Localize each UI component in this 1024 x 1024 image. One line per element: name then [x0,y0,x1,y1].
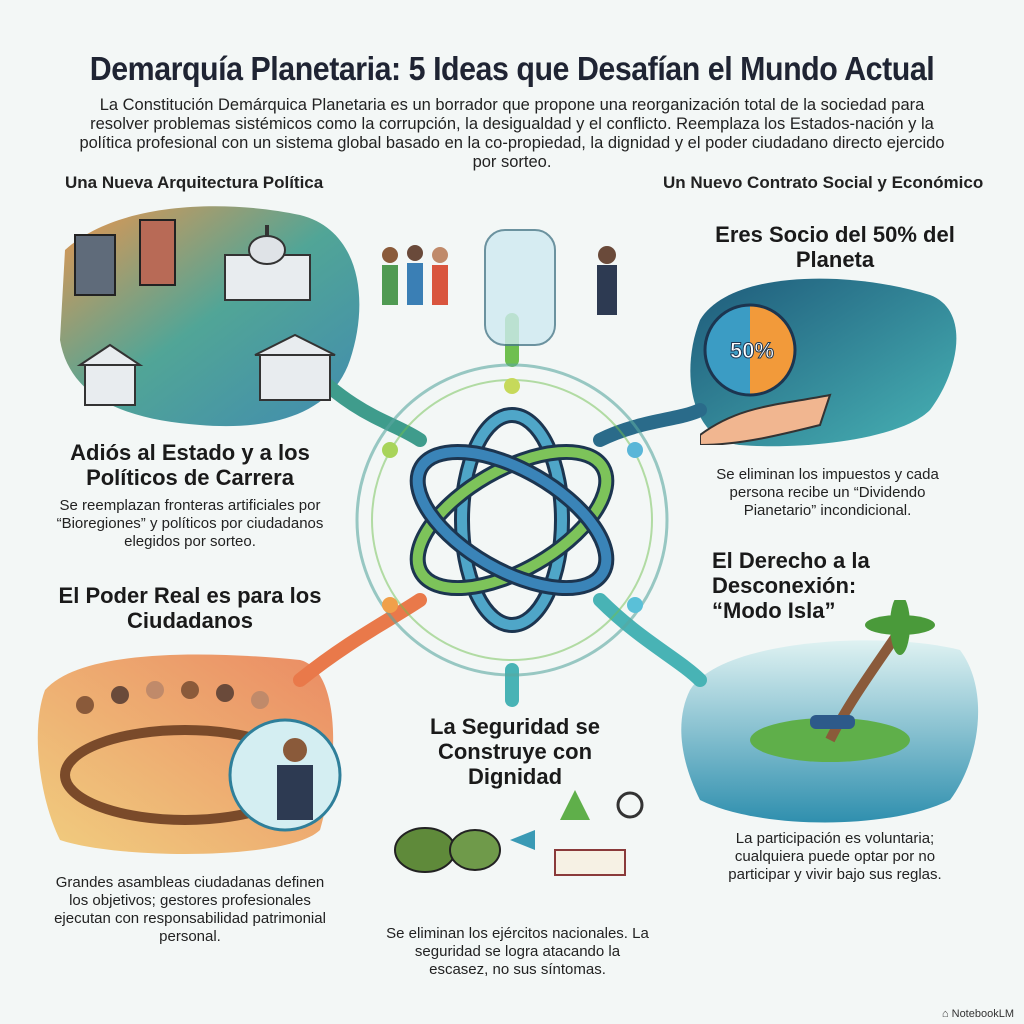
idea-4-title: Eres Socio del 50% del Planeta [715,222,955,272]
judge-icon [228,718,342,832]
globe-in-hand-icon [700,303,832,445]
percent-badge: 50% [729,338,775,364]
idea-1-title: Adiós al Estado y a los Políticos de Car… [70,440,310,490]
plant-book-icon [554,790,644,876]
idea-4-text: Se eliminan los impuestos y cada persona… [716,466,939,519]
broken-wall-icon [74,219,176,296]
section-heading-right: Un Nuevo Contrato Social y Económico [663,173,984,192]
brand-label: ⌂ NotebookLM [941,1008,1014,1020]
page-title: Demarquía Planetaria: 5 Ideas que Desafí… [89,50,935,87]
capitol-building-icon [224,225,311,301]
central-knot-icon [409,407,615,633]
idea-2-title: El Poder Real es para los Ciudadanos [58,583,322,633]
idea-3-title: La Seguridad se Construye con Dignidad [430,714,600,789]
courthouse-icon [76,343,144,406]
citizens-group-icon [382,229,617,346]
assembly-icon [60,681,342,832]
notebooklm-icon: ⌂ [941,1008,952,1020]
idea-1-text: Se reemplazan fronteras artificiales por… [56,497,324,550]
helmets-weapons-icon [394,790,644,876]
idea-5-text: La participación es voluntaria; cualquie… [728,830,942,883]
island-icon [750,600,935,762]
politician-icon [597,246,617,315]
section-heading-left: Una Nueva Arquitectura Política [65,173,324,192]
idea-5-title: El Derecho a la Desconexión: “Modo Isla” [712,548,870,623]
idea-2-text: Grandes asambleas ciudadanas definen los… [54,874,326,945]
courthouse-icon [254,333,336,401]
map-illustration [74,219,336,406]
intro-text: La Constitución Demárquica Planetaria es… [79,96,945,171]
glass-cylinder-icon [484,229,556,346]
idea-3-text: Se eliminan los ejércitos nacionales. La… [386,925,649,978]
